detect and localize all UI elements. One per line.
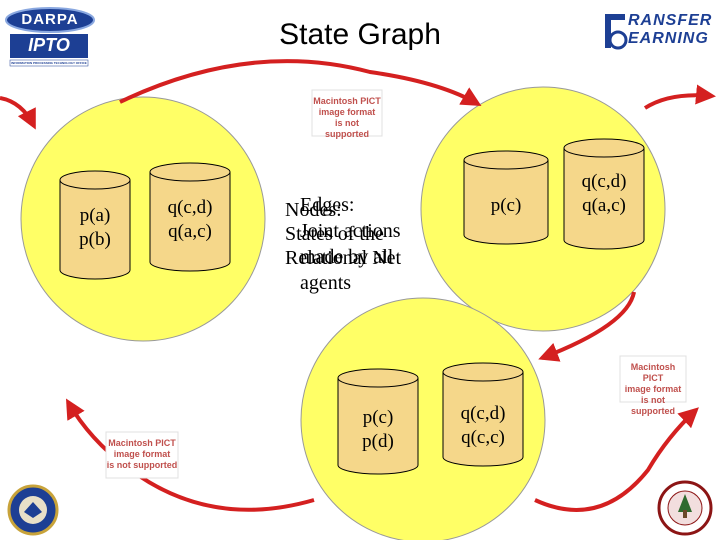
cylinder-left-2 <box>149 162 231 272</box>
left-db1-label: p(a) p(b) <box>79 205 111 250</box>
pict-placeholder-right-text: Macintosh PICT image format is not suppo… <box>624 362 682 416</box>
right-db1-label: p(c) <box>490 195 522 216</box>
right-db2-label: q(c,d) q(a,c) <box>581 171 627 216</box>
edges-annotation: Edges: Joint actions made by all agents <box>300 194 401 294</box>
edge-right-to-bottom-arrow <box>538 291 636 362</box>
node-left <box>20 96 266 342</box>
ipto-logo-text: IPTO <box>28 35 70 55</box>
node-bottom <box>300 297 546 540</box>
learning-logo-text: EARNING <box>628 30 709 47</box>
cylinder-bottom-1 <box>337 368 419 475</box>
transfer-learning-logo <box>605 14 628 50</box>
cylinder-right-2 <box>563 138 645 250</box>
nodes-annotation: Nodes: States of the Relational Net <box>285 199 402 269</box>
ipto-caption: INFORMATION PROCESSING TECHNOLOGY OFFICE <box>11 61 87 65</box>
darpa-logo <box>5 7 95 67</box>
cylinder-right-1 <box>463 150 549 245</box>
edge-right-exit-arrow <box>643 84 716 110</box>
edge-bottom-right-arrow <box>534 407 699 512</box>
pict-placeholder-top-text: Macintosh PICT image format is not suppo… <box>313 96 381 139</box>
stanford-seal-logo <box>657 480 713 536</box>
transfer-logo-text: RANSFER <box>628 12 713 29</box>
edge-left-entry-arrow <box>0 96 36 130</box>
pict-placeholder-top <box>311 89 383 137</box>
navy-seal-logo <box>7 484 59 536</box>
page-title: State Graph <box>279 18 441 51</box>
pict-placeholder-left-text: Macintosh PICT image format is not suppo… <box>106 438 178 470</box>
pict-placeholder-right <box>619 355 687 403</box>
bottom-db2-label: q(c,d) q(c,c) <box>460 403 506 448</box>
edge-top-arrow <box>119 59 482 107</box>
bottom-db1-label: p(c) p(d) <box>362 407 394 452</box>
cylinder-left-1 <box>59 170 131 280</box>
darpa-logo-text: DARPA <box>21 11 79 28</box>
cylinder-bottom-2 <box>442 362 524 467</box>
left-db2-label: q(c,d) q(a,c) <box>167 197 213 242</box>
pict-placeholder-left <box>105 431 179 479</box>
edge-bottom-left-arrow <box>65 398 315 512</box>
